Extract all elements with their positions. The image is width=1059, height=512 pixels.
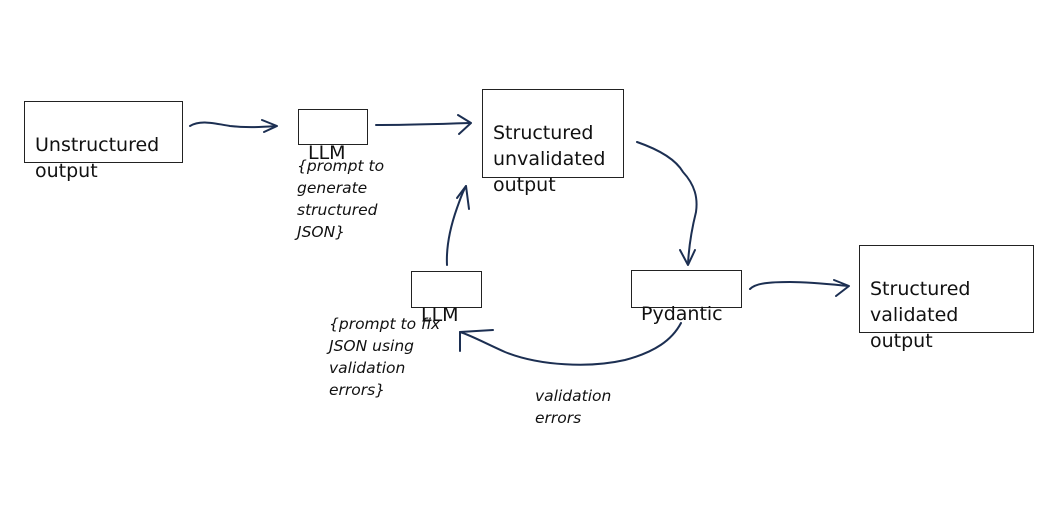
llm-generate-label: LLM [308, 142, 346, 164]
llm-fix-box: LLM [411, 271, 482, 326]
fix-prompt-note: {prompt to fix JSON using validation err… [329, 315, 441, 399]
arrow-llm-to-structured-unvalidated [375, 114, 472, 135]
structured-unvalidated-box: Structured unvalidated output [482, 89, 624, 196]
arrow-unstructured-to-llm [189, 119, 278, 133]
llm-fix-label: LLM [421, 304, 459, 326]
validation-errors-note: validation errors [535, 387, 612, 427]
structured-validated-label: Structured validated output [870, 278, 971, 352]
arrow-unvalidated-to-pydantic [636, 141, 698, 266]
llm-generate-box: LLM [298, 109, 368, 164]
arrow-pydantic-to-validated [749, 279, 850, 297]
arrow-pydantic-to-llm-fix [459, 322, 682, 366]
arrow-llm-fix-to-unvalidated [445, 185, 470, 266]
pydantic-label: Pydantic [641, 303, 723, 325]
unstructured-output-label: Unstructured output [35, 134, 160, 182]
pydantic-box: Pydantic [631, 270, 742, 325]
structured-validated-box: Structured validated output [859, 245, 1034, 352]
generate-prompt-note: {prompt to generate structured JSON} [297, 157, 385, 241]
unstructured-output-box: Unstructured output [24, 101, 183, 182]
structured-unvalidated-label: Structured unvalidated output [493, 122, 606, 196]
